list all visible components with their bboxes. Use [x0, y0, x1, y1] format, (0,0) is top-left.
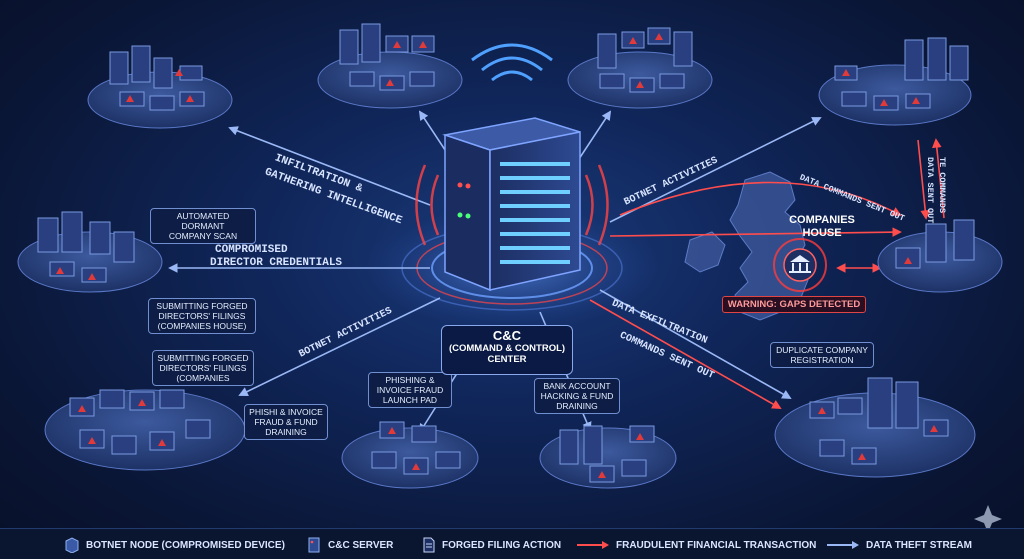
- bank-building-icon: [773, 238, 827, 292]
- botnet-node-cluster-bottomcenter-right: [539, 425, 677, 489]
- warning-badge: WARNING: GAPS DETECTED: [722, 296, 866, 313]
- sparkle-icon: [974, 505, 1002, 528]
- cc-server-icon: [442, 117, 581, 292]
- botnet-node-cluster-topcenter: [317, 23, 463, 109]
- flow-te-commands: TE COMMANDS: [937, 157, 947, 214]
- cc-center-label: C&C (COMMAND & CONTROL) CENTER: [441, 325, 573, 375]
- cc-server-icon: [308, 537, 320, 553]
- legend-item-cc-server: C&C SERVER: [306, 537, 393, 553]
- botnet-node-cluster-farright: [818, 37, 972, 126]
- flow-compromised: COMPROMISED: [215, 244, 288, 256]
- flow-compromised-2: DIRECTOR CREDENTIALS: [210, 257, 343, 269]
- legend-item-forged-filing: FORGED FILING ACTION: [422, 537, 561, 553]
- flow-data-sent-out: DATA SENT OUT: [925, 157, 935, 224]
- legend-item-fraud: FRAUDULENT FINANCIAL TRANSACTION: [576, 537, 816, 553]
- wifi-icon: [471, 43, 553, 82]
- cc-subtitle: (COMMAND & CONTROL): [448, 343, 566, 354]
- botnet-node-icon: [65, 537, 79, 553]
- botnet-node-cluster-left: [17, 211, 163, 293]
- botnet-node-cluster-right: [877, 219, 1003, 293]
- legend-item-data-theft: DATA THEFT STREAM: [826, 537, 972, 553]
- botnet-node-cluster-bottomleft: [44, 389, 246, 471]
- theft-arrow-icon: [827, 541, 859, 549]
- cc-title: C&C: [492, 328, 522, 343]
- cc-subtitle-2: CENTER: [487, 354, 527, 365]
- fraud-streams: [589, 138, 945, 409]
- botnet-node-cluster-topleft: [87, 45, 233, 129]
- botnet-node-cluster-bottomcenter-left: [341, 421, 479, 489]
- forged-filing-icon: [423, 537, 435, 553]
- botnet-node-cluster-bottomright: [774, 377, 976, 478]
- legend-item-botnet-node: BOTNET NODE (COMPROMISED DEVICE): [64, 537, 285, 553]
- diagram-canvas: [17, 23, 1003, 528]
- fraud-arrow-icon: [577, 541, 609, 549]
- legend: BOTNET NODE (COMPROMISED DEVICE) C&C SER…: [0, 528, 1024, 559]
- uk-map-icon: [684, 171, 809, 321]
- botnet-node-cluster-topright: [567, 27, 713, 109]
